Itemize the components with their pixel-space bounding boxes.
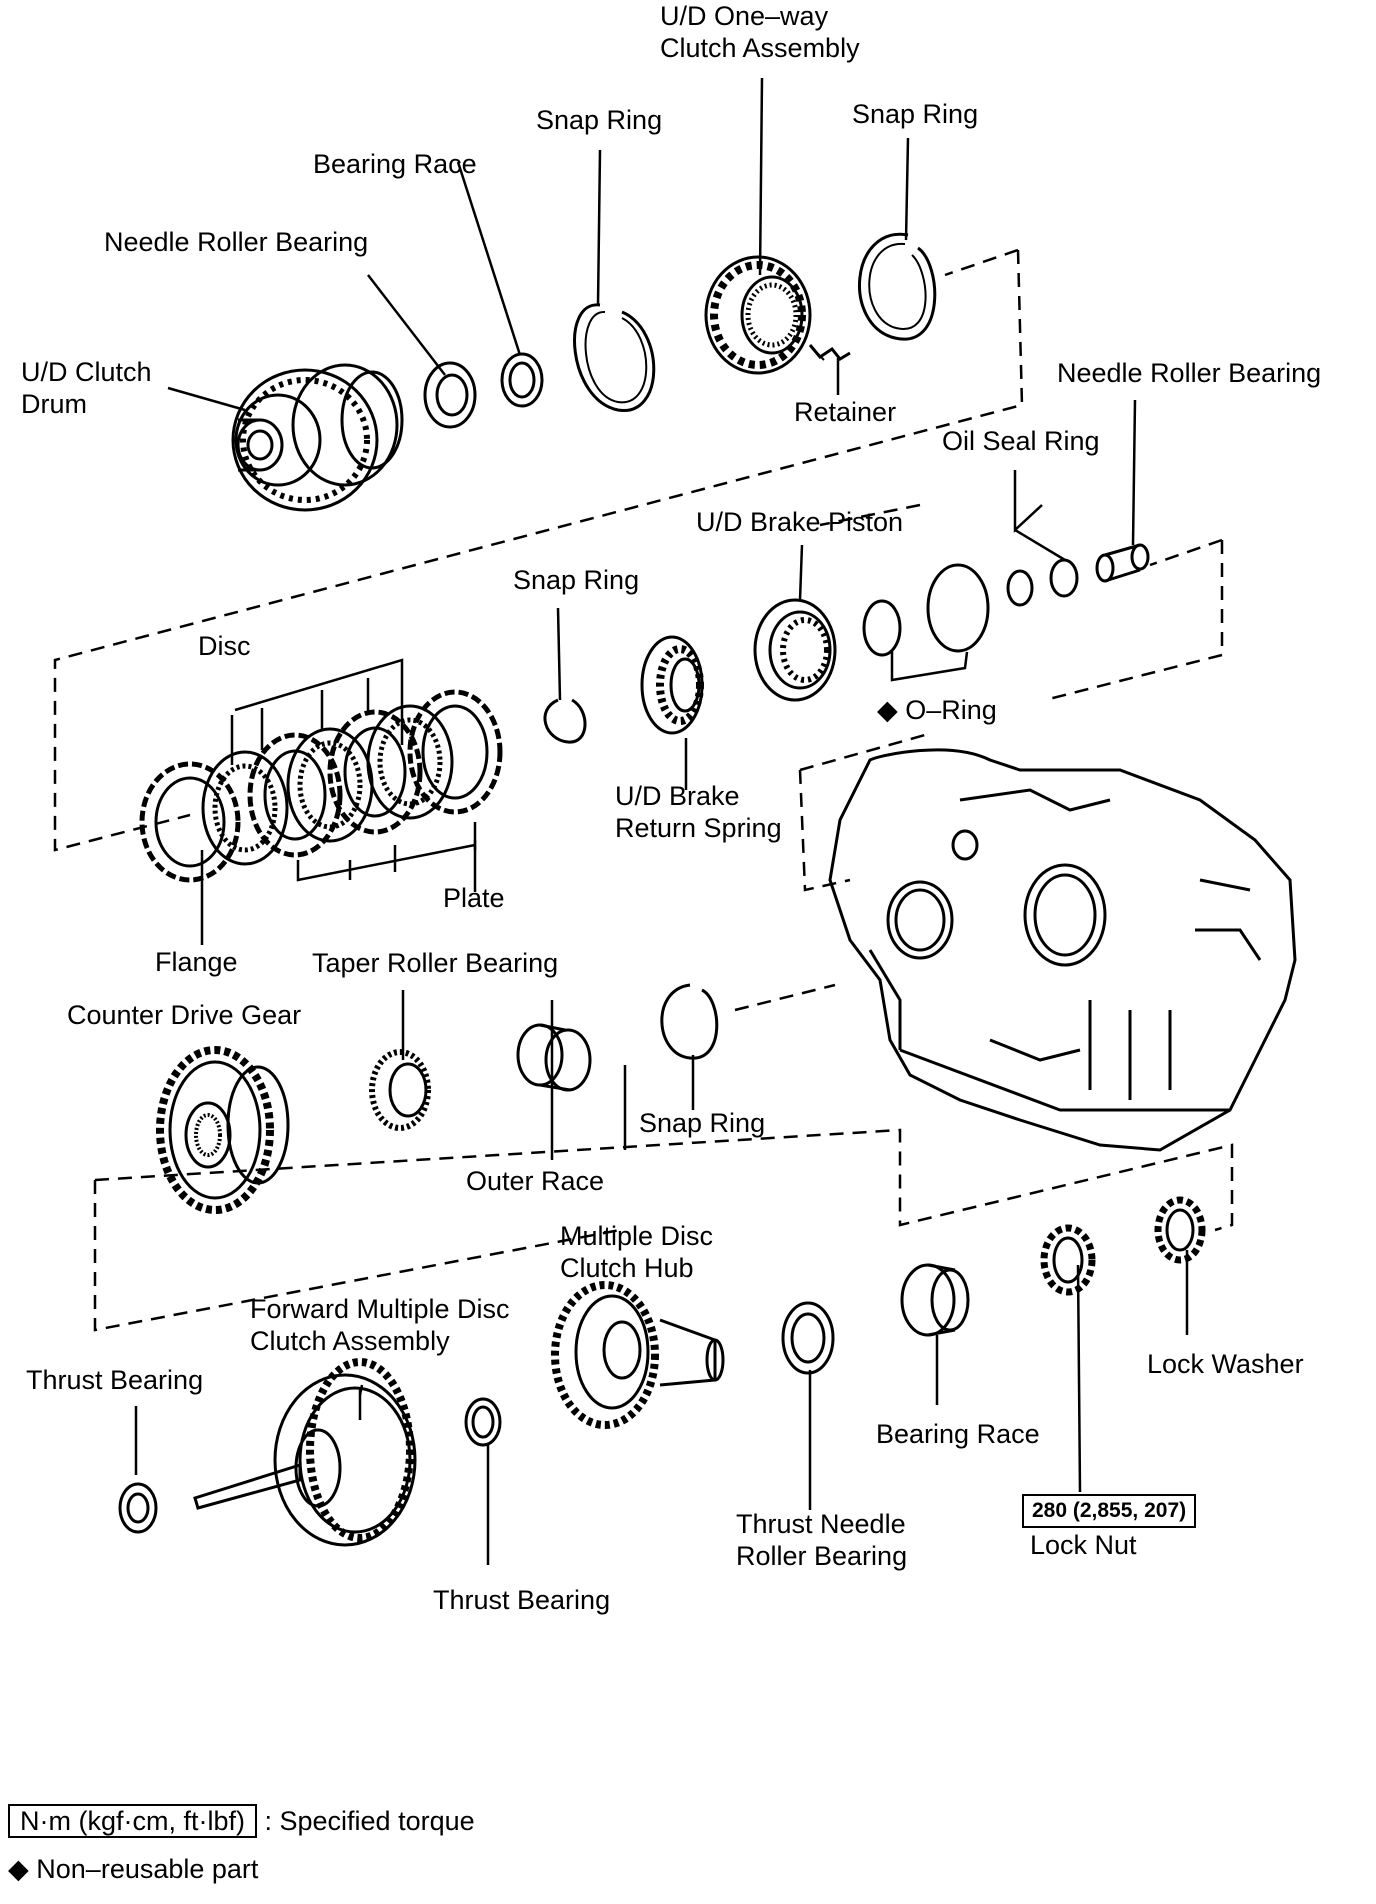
thrust-bearing-left-part bbox=[118, 1482, 158, 1534]
ud-clutch-drum-label: U/D Clutch Drum bbox=[21, 357, 152, 419]
ud-brake-piston-part bbox=[753, 598, 837, 702]
clutch-pack-part bbox=[139, 689, 503, 883]
snap-ring-low-label: Snap Ring bbox=[639, 1108, 766, 1138]
outer-race-part bbox=[516, 1023, 592, 1092]
ud-oneway-clutch-part bbox=[704, 255, 812, 375]
needle-roller-bearing-top-label: Needle Roller Bearing bbox=[104, 227, 369, 257]
lock-nut-part bbox=[1040, 1224, 1096, 1296]
ud-oneway-clutch-label: U/D One–way Clutch Assembly bbox=[660, 1, 860, 63]
retainer-part bbox=[808, 344, 851, 361]
snap-ring-mid-part bbox=[543, 698, 587, 744]
dashed-assembly-lines bbox=[53, 248, 1234, 1332]
retainer-label: Retainer bbox=[794, 397, 897, 427]
needle-roller-bearing-right-part bbox=[1095, 543, 1150, 583]
bearing-race-low-part bbox=[900, 1263, 970, 1337]
leader-lines bbox=[134, 77, 1189, 1565]
ud-brake-return-spring-label: U/D Brake Return Spring bbox=[615, 781, 782, 843]
lock-nut-label: Lock Nut bbox=[1030, 1530, 1137, 1560]
needle-roller-bearing-right-label: Needle Roller Bearing bbox=[1057, 358, 1322, 388]
thrust-needle-roller-bearing-label: Thrust Needle Roller Bearing bbox=[736, 1509, 908, 1571]
counter-drive-gear-label: Counter Drive Gear bbox=[67, 1000, 302, 1030]
bearing-race-low-label: Bearing Race bbox=[876, 1419, 1040, 1449]
nonreusable-legend: ◆ Non–reusable part bbox=[8, 1853, 258, 1885]
ud-brake-piston-label: U/D Brake Piston bbox=[696, 507, 904, 537]
torque-legend: N·m (kgf·cm, ft·lbf) : Specified torque bbox=[8, 1804, 475, 1838]
thrust-needle-roller-bearing-part bbox=[781, 1301, 835, 1375]
ud-clutch-drum-part bbox=[231, 363, 404, 512]
lock-washer-part bbox=[1154, 1196, 1206, 1264]
ud-brake-return-spring-part bbox=[640, 635, 704, 735]
bearing-race-top-label: Bearing Race bbox=[313, 149, 477, 179]
lock-washer-label: Lock Washer bbox=[1147, 1349, 1304, 1379]
nonreusable-legend-text: Non–reusable part bbox=[36, 1854, 259, 1884]
forward-multiple-disc-clutch-label: Forward Multiple Disc Clutch Assembly bbox=[250, 1294, 510, 1356]
taper-roller-bearing-label: Taper Roller Bearing bbox=[312, 948, 559, 978]
forward-clutch-assembly-part bbox=[193, 1358, 417, 1547]
disc-label: Disc bbox=[198, 631, 251, 661]
o-ring-label-wrap: ◆ O–Ring bbox=[877, 694, 997, 726]
bearing-race-top-part bbox=[500, 352, 544, 408]
o-ring-part bbox=[862, 563, 990, 657]
oil-seal-ring-label: Oil Seal Ring bbox=[942, 426, 1100, 456]
taper-roller-bearing-part bbox=[369, 1049, 431, 1131]
snap-ring-mid-label: Snap Ring bbox=[513, 565, 640, 595]
multiple-disc-clutch-hub-part bbox=[551, 1281, 725, 1429]
snap-ring-top-2-label: Snap Ring bbox=[852, 99, 979, 129]
diamond-icon: ◆ bbox=[8, 1854, 29, 1884]
outer-race-label: Outer Race bbox=[466, 1166, 605, 1196]
oil-seal-ring-part bbox=[1006, 558, 1079, 607]
plate-label: Plate bbox=[443, 883, 505, 913]
snap-ring-top-1-part bbox=[573, 303, 656, 412]
needle-roller-bearing-top-part bbox=[423, 361, 477, 429]
flange-label: Flange bbox=[155, 947, 238, 977]
snap-ring-top-1-label: Snap Ring bbox=[536, 105, 663, 135]
counter-drive-gear-part bbox=[156, 1046, 290, 1214]
transaxle-case-part bbox=[828, 748, 1297, 1152]
thrust-bearing-bottom-label: Thrust Bearing bbox=[433, 1585, 611, 1615]
multiple-disc-clutch-hub-label: Multiple Disc Clutch Hub bbox=[560, 1221, 714, 1283]
non-reusable-diamond-icon: ◆ bbox=[877, 695, 898, 725]
snap-ring-top-2-part bbox=[858, 232, 937, 341]
torque-units-box: N·m (kgf·cm, ft·lbf) bbox=[8, 1804, 257, 1838]
snap-ring-low-part bbox=[660, 983, 719, 1060]
lock-nut-torque-box: 280 (2,855, 207) bbox=[1022, 1494, 1197, 1528]
thrust-bearing-left-label: Thrust Bearing bbox=[26, 1365, 204, 1395]
thrust-bearing-bottom-part bbox=[464, 1397, 502, 1447]
o-ring-label: O–Ring bbox=[905, 695, 997, 725]
torque-legend-text: : Specified torque bbox=[264, 1806, 475, 1836]
